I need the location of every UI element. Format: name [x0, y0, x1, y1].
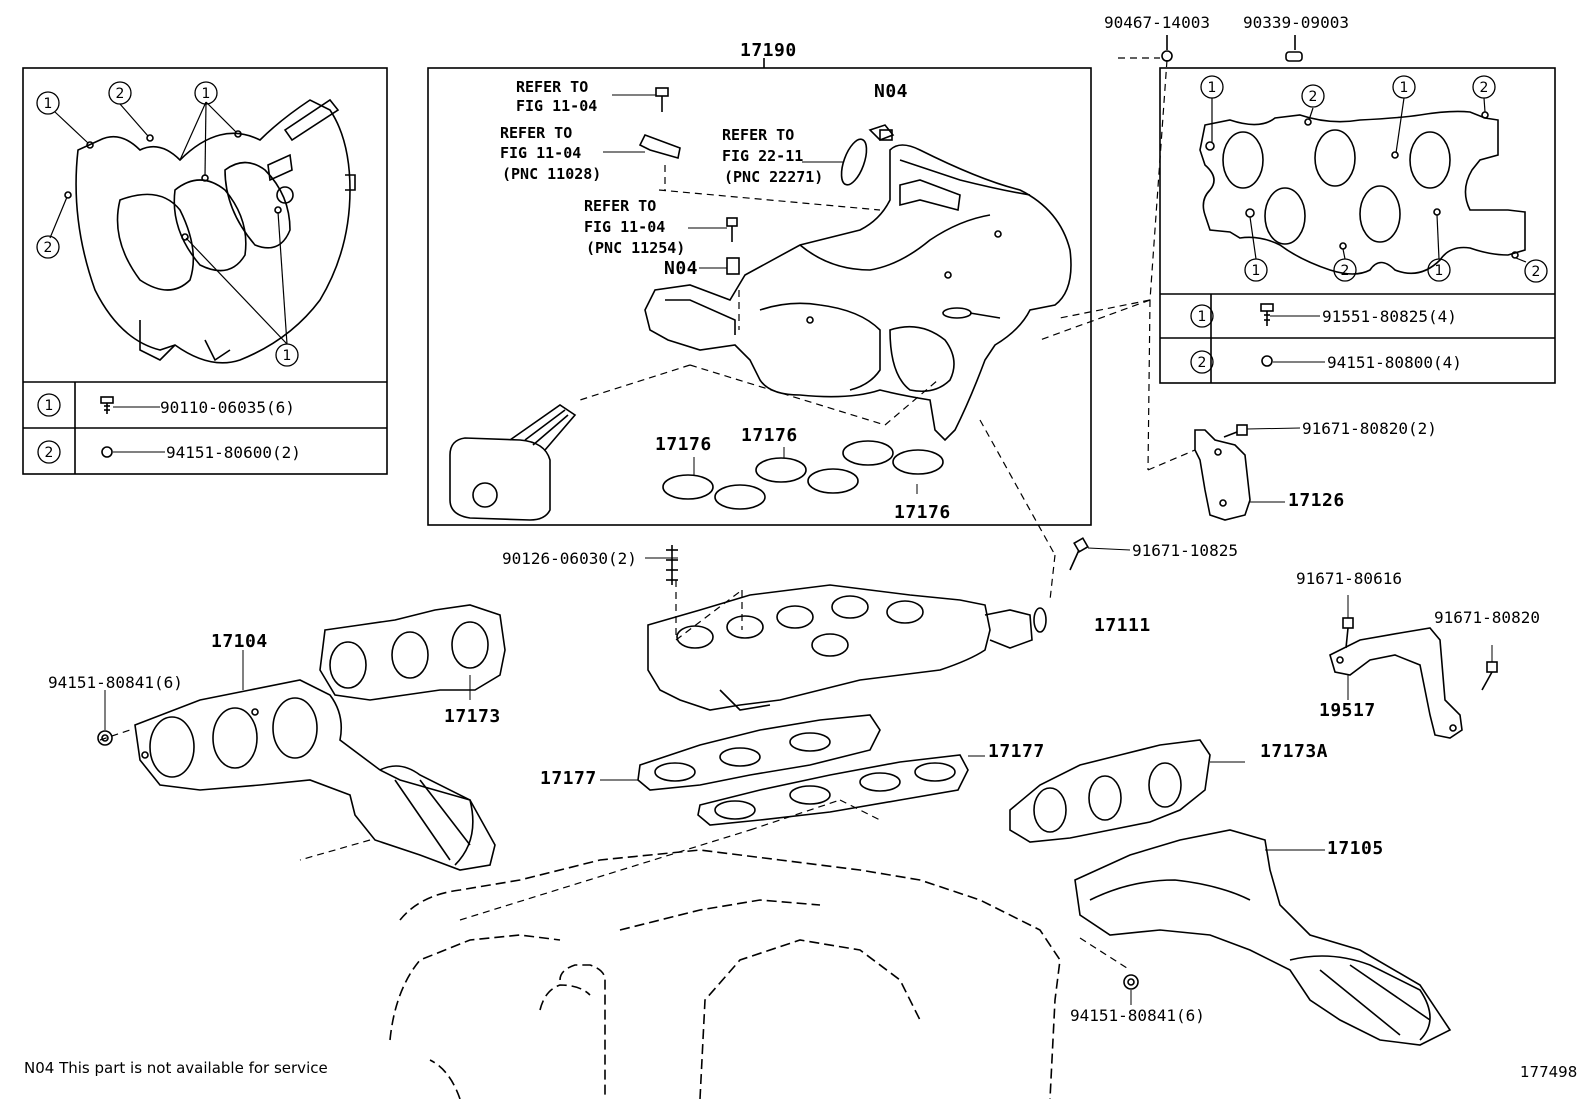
bracket-19517-drawing [1329, 627, 1463, 739]
bolt-91671-80820-icon [1481, 645, 1498, 691]
part-94151-80841-left-label: 94151-80841(6) [48, 673, 183, 692]
right-table-bolt-icon [1260, 303, 1320, 326]
callout-2: 2 [1309, 89, 1318, 105]
part-91671-10825-label: 91671-10825 [1132, 541, 1238, 560]
callout-1: 1 [1435, 263, 1444, 279]
refer-d-line1: REFER TO [584, 197, 657, 215]
intake-gasket-17177-right-drawing [697, 754, 985, 826]
callout-1: 1 [44, 96, 53, 112]
left-manifold-drawing [64, 98, 356, 364]
bracket-17126-drawing [1194, 429, 1285, 521]
part-91671-80616-label: 91671-80616 [1296, 569, 1402, 588]
exhaust-manifold-17105-drawing [1074, 829, 1452, 1046]
refer-b-line2: FIG 11-04 [500, 144, 582, 162]
part-17190-label: 17190 [740, 40, 797, 61]
part-17176-label-3: 17176 [894, 502, 951, 523]
left-inset-box [22, 67, 388, 475]
refer-c-line2: FIG 22-11 [722, 147, 804, 165]
callout-1: 1 [283, 348, 292, 364]
part-17111-label: 17111 [1094, 615, 1151, 636]
n04-lower-label: N04 [664, 258, 699, 279]
refer-a-line1: REFER TO [516, 78, 589, 96]
part-17177-left-label: 17177 [540, 768, 597, 789]
intake-group-box [427, 67, 1092, 526]
right-inset-box [1159, 67, 1556, 384]
nut-94151-80841-right-icon [1123, 974, 1139, 1005]
sensor-pnc-11254-icon [688, 217, 738, 242]
right-table-nut-icon [1261, 355, 1325, 367]
part-91671-80820-label: 91671-80820 [1434, 608, 1540, 627]
part-19517-label: 19517 [1319, 700, 1376, 721]
n04-upper-label: N04 [874, 81, 909, 102]
refer-b-line3: (PNC 11028) [502, 165, 602, 183]
part-17176-label-2: 17176 [741, 425, 798, 446]
refer-c-line3: (PNC 22271) [724, 168, 824, 186]
part-90339-label: 90339-09003 [1243, 13, 1349, 32]
callout-1: 1 [202, 86, 211, 102]
bolt-fig-11-04-icon [612, 87, 669, 112]
lower-intake-manifold-drawing [647, 584, 1047, 711]
exhaust-manifold-17104-drawing [134, 650, 496, 871]
left-table-nut-icon [101, 446, 165, 458]
bracket-pnc-11028-icon [603, 134, 681, 160]
plug-90339-icon [1285, 35, 1303, 62]
part-17104-label: 17104 [211, 631, 268, 652]
left-table-row2-num: 2 [45, 445, 54, 461]
callout-2: 2 [44, 240, 53, 256]
part-17173-label: 17173 [444, 706, 501, 727]
part-17176-label-1: 17176 [655, 434, 712, 455]
nut-90467-icon [1161, 35, 1173, 62]
figure-id: 177498 [1520, 1063, 1578, 1081]
refer-a-line2: FIG 11-04 [516, 97, 598, 115]
callout-2: 2 [1480, 80, 1489, 96]
callout-1: 1 [1252, 263, 1261, 279]
upper-intake-manifold-drawing [644, 124, 1072, 442]
right-gasket-drawing [1199, 110, 1526, 275]
throttle-body-drawing [449, 404, 577, 521]
bolt-91671-80616-icon [1342, 595, 1354, 649]
part-17105-label: 17105 [1327, 838, 1384, 859]
refer-b-line1: REFER TO [500, 124, 573, 142]
part-17126-label: 17126 [1288, 490, 1345, 511]
seal-pnc-22271-icon [802, 138, 868, 186]
nut-94151-80841-left-icon [97, 690, 113, 746]
refer-d-line2: FIG 11-04 [584, 218, 666, 236]
n04-cap-lower-icon [699, 257, 740, 275]
stud-90126-icon [645, 545, 678, 585]
part-91671-80820-pair-label: 91671-80820(2) [1302, 419, 1437, 438]
footer-note: N04 This part is not available for servi… [24, 1059, 328, 1077]
callout-2: 2 [116, 86, 125, 102]
n04-cap-upper-icon [879, 129, 893, 141]
bolt-91671-10825-icon [1069, 537, 1131, 571]
right-table-row2-num: 2 [1198, 355, 1207, 371]
left-table-row1-num: 1 [45, 398, 54, 414]
intake-gasket-17176-set [662, 440, 944, 510]
part-17177-right-label: 17177 [988, 741, 1045, 762]
refer-c-line1: REFER TO [722, 126, 795, 144]
part-90467-label: 90467-14003 [1104, 13, 1210, 32]
exhaust-gasket-17173-drawing [319, 604, 506, 701]
part-17173A-label: 17173A [1260, 741, 1329, 762]
right-table-row2-part: 94151-80800(4) [1327, 353, 1462, 372]
callout-2: 2 [1532, 264, 1541, 280]
right-table-row1-num: 1 [1198, 309, 1207, 325]
exhaust-gasket-17173A-drawing [1009, 739, 1245, 843]
bolt-91671-80820-pair-icon [1223, 424, 1301, 438]
left-table-row1-part: 90110-06035(6) [160, 398, 295, 417]
part-90126-label: 90126-06030(2) [502, 549, 637, 568]
left-table-row2-part: 94151-80600(2) [166, 443, 301, 462]
left-table-bolt-icon [100, 396, 160, 414]
callout-2: 2 [1341, 263, 1350, 279]
intake-gasket-17177-left-drawing [600, 714, 881, 791]
right-table-row1-part: 91551-80825(4) [1322, 307, 1457, 326]
refer-d-line3: (PNC 11254) [586, 239, 686, 257]
callout-1: 1 [1400, 80, 1409, 96]
callout-1: 1 [1208, 80, 1217, 96]
engine-block-drawing [389, 849, 1061, 1099]
part-94151-80841-right-label: 94151-80841(6) [1070, 1006, 1205, 1025]
